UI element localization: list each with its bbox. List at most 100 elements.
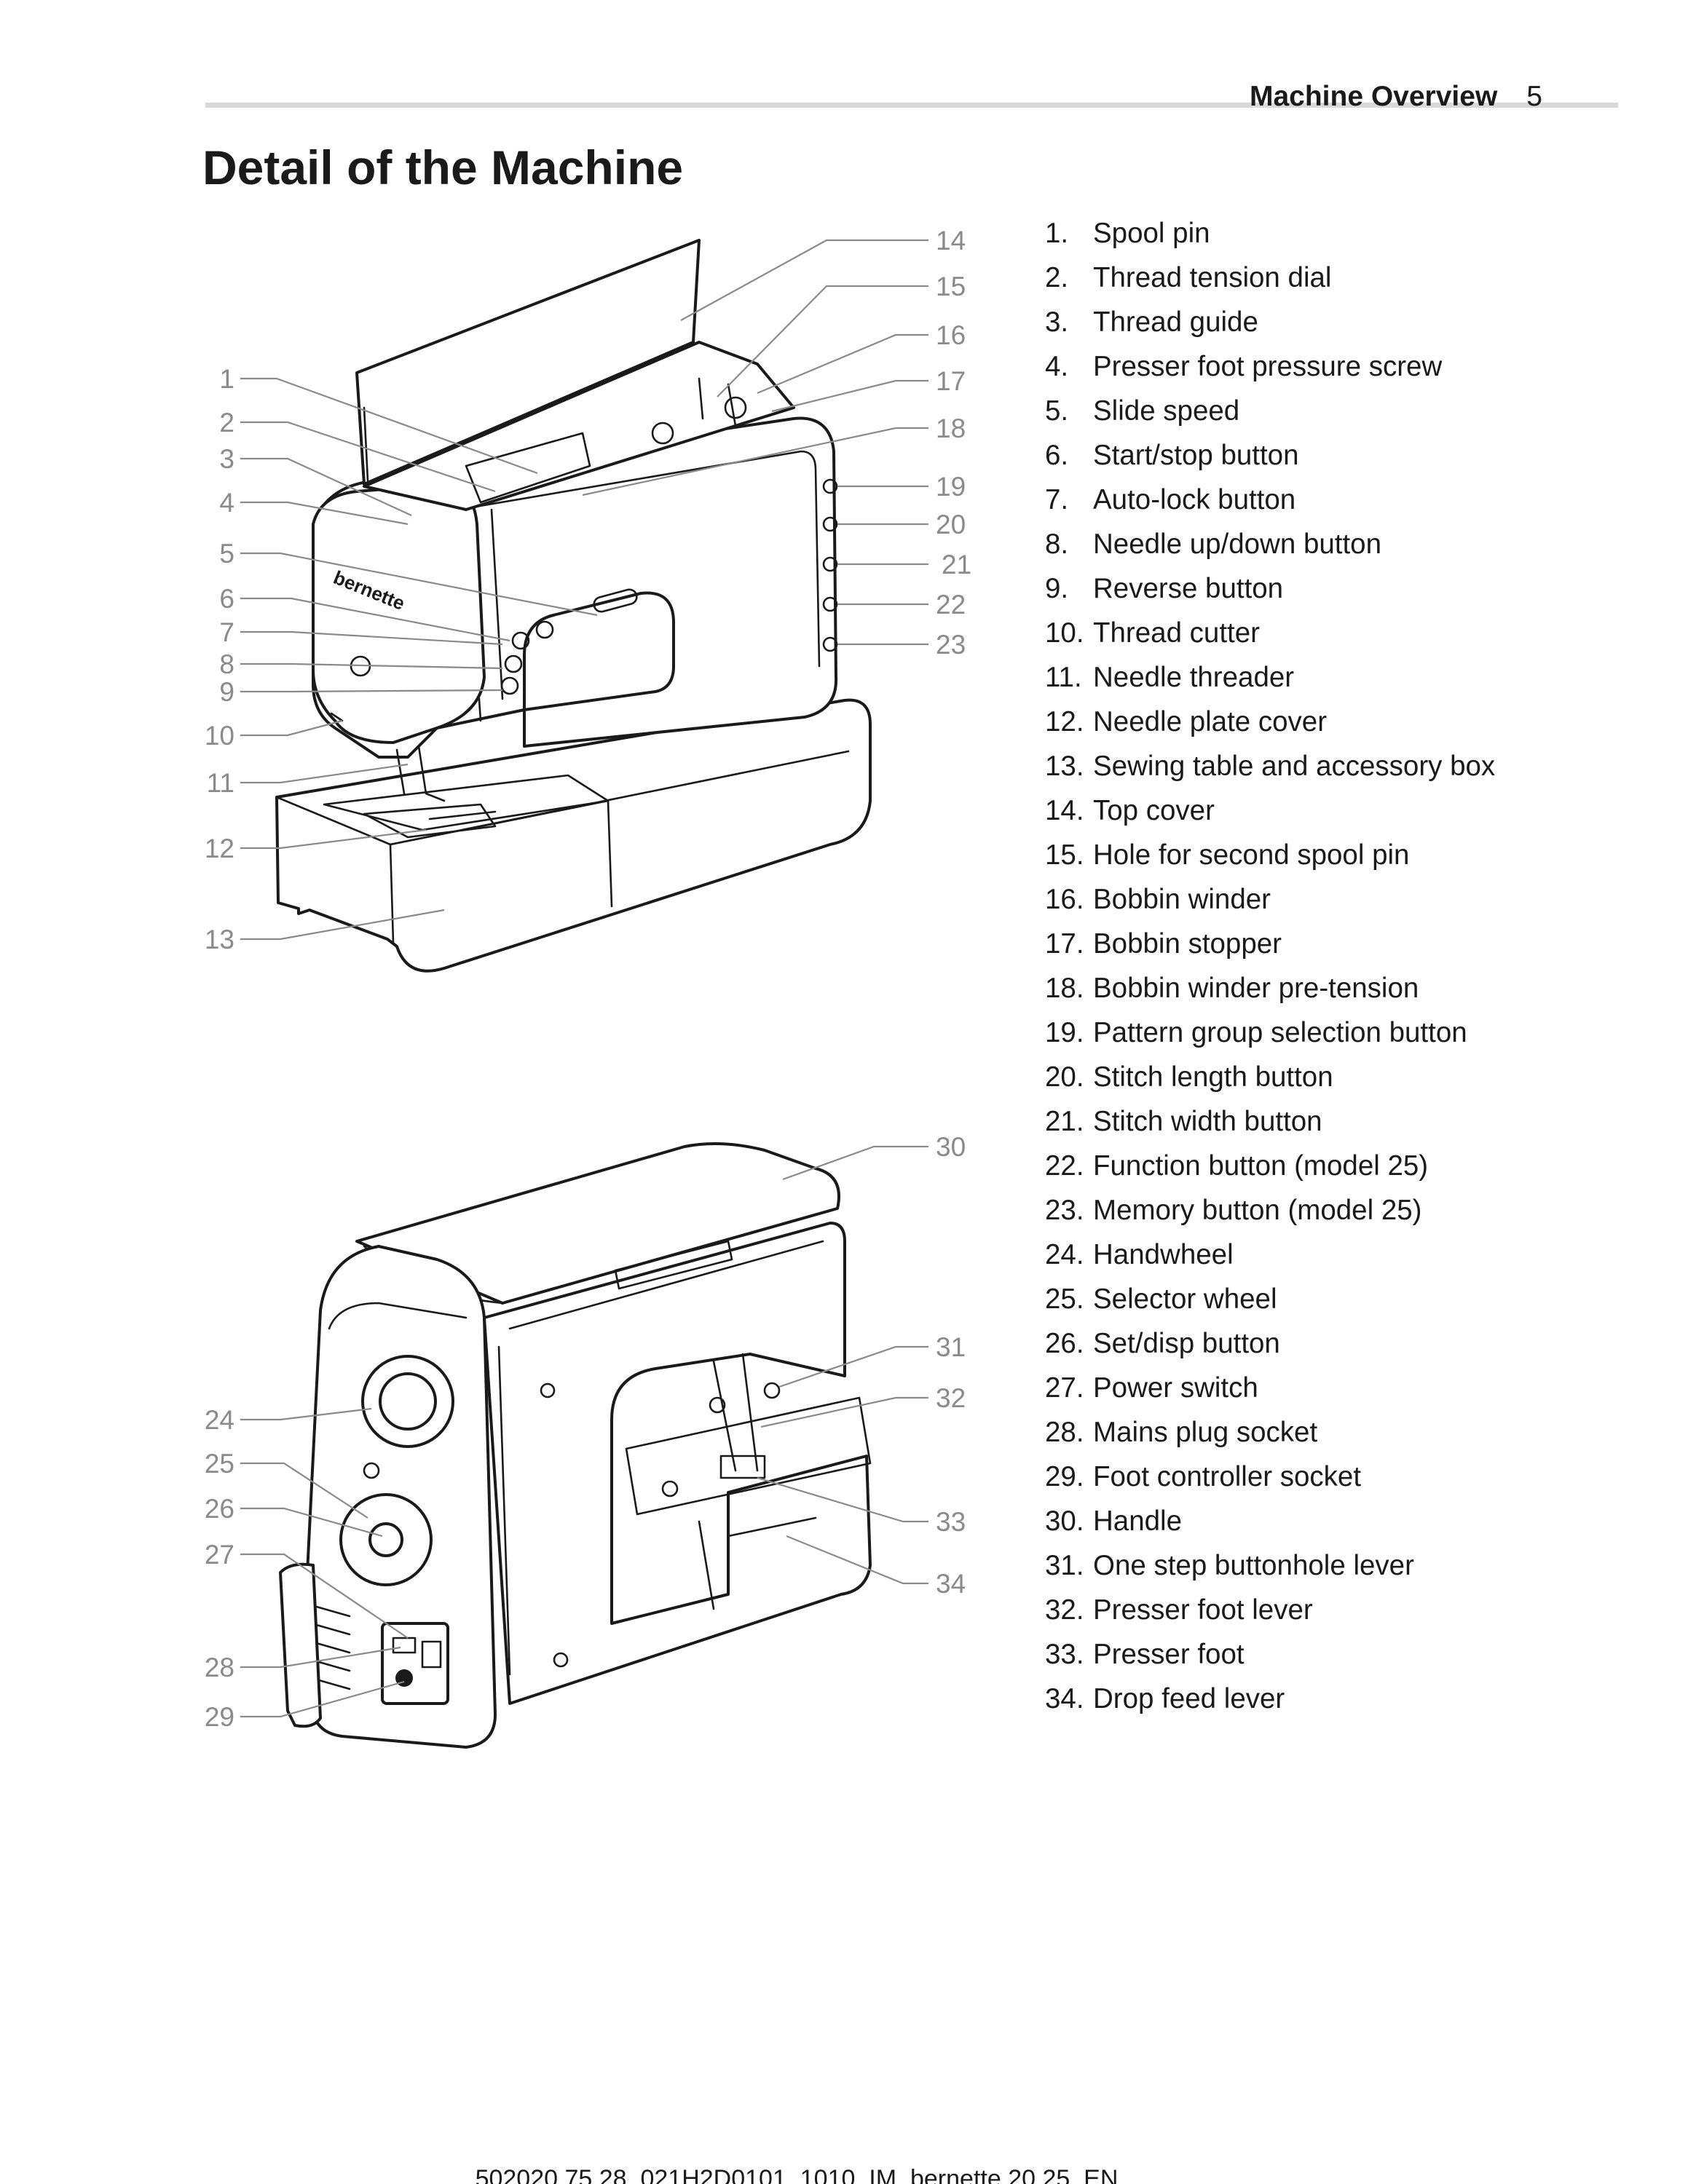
callout-19: 19	[936, 472, 966, 502]
list-item: 9.Reverse button	[1045, 572, 1555, 606]
item-number: 2.	[1045, 262, 1069, 293]
callout-21: 21	[942, 550, 971, 579]
list-item: 6. Start/stop button	[1045, 439, 1555, 472]
front-view-drawing: bernette	[275, 239, 872, 973]
list-item: 33. Presser foot	[1045, 1638, 1555, 1671]
item-label: Foot controller socket	[1093, 1461, 1362, 1492]
item-number: 8.	[1045, 529, 1069, 560]
front-callout-leaders	[240, 239, 928, 941]
item-number: 30.	[1045, 1506, 1084, 1537]
item-label: Presser foot lever	[1093, 1594, 1313, 1626]
callout-24: 24	[205, 1405, 234, 1435]
list-item: 31.One step buttonhole lever	[1045, 1549, 1555, 1583]
callout-16: 16	[936, 320, 966, 350]
front-callout-numbers: 1 2 3 4 5 6 7 8 9 10 11 12 13 14 15 16 1…	[205, 226, 971, 954]
item-label: Stitch length button	[1093, 1061, 1333, 1093]
list-item: 2. Thread tension dial	[1045, 261, 1555, 295]
list-item: 12. Needle plate cover	[1045, 705, 1555, 739]
callout-4: 4	[219, 488, 234, 518]
list-item: 27.Power switch	[1045, 1372, 1555, 1405]
item-number: 14.	[1045, 795, 1084, 826]
list-item: 24. Handwheel	[1045, 1238, 1555, 1272]
list-item: 30. Handle	[1045, 1505, 1555, 1538]
item-label: Selector wheel	[1093, 1283, 1277, 1315]
item-number: 23.	[1045, 1195, 1084, 1226]
item-label: Thread tension dial	[1093, 262, 1332, 293]
item-number: 24.	[1045, 1239, 1084, 1270]
item-number: 22.	[1045, 1150, 1084, 1182]
footer: 502020.75.28_021H2D0101_1010_IM_bernette…	[0, 2150, 1688, 2184]
item-label: Mains plug socket	[1093, 1417, 1318, 1448]
callout-2: 2	[219, 408, 234, 438]
list-item: 20.Stitch length button	[1045, 1061, 1555, 1094]
item-number: 19.	[1045, 1017, 1084, 1048]
callout-8: 8	[219, 649, 234, 679]
item-number: 11.	[1045, 662, 1082, 693]
item-label: Slide speed	[1093, 395, 1240, 427]
item-label: Sewing table and accessory box	[1093, 751, 1496, 782]
callout-20: 20	[936, 510, 966, 539]
callout-18: 18	[936, 414, 966, 443]
item-label: Auto-lock button	[1093, 484, 1296, 515]
list-item: 10. Thread cutter	[1045, 617, 1555, 650]
item-number: 6.	[1045, 440, 1069, 471]
item-label: Pattern group selection button	[1093, 1017, 1467, 1048]
list-item: 32. Presser foot lever	[1045, 1594, 1555, 1627]
callout-25: 25	[205, 1449, 234, 1479]
list-item: 26.Set/disp button	[1045, 1327, 1555, 1361]
machine-figure: bernette 1 2 3 4 5 6 7 8 9	[205, 226, 971, 1749]
item-number: 12.	[1045, 706, 1084, 737]
callout-30: 30	[936, 1132, 966, 1162]
callout-3: 3	[219, 444, 234, 474]
rear-callout-leaders	[240, 1145, 928, 1718]
item-number: 10.	[1045, 617, 1084, 649]
item-label: Presser foot	[1093, 1639, 1245, 1670]
item-label: Bobbin winder pre-tension	[1093, 973, 1419, 1004]
list-item: 13. Sewing table and accessory box	[1045, 750, 1555, 783]
item-number: 29.	[1045, 1461, 1084, 1492]
item-label: Needle up/down button	[1093, 529, 1381, 560]
callout-22: 22	[936, 590, 966, 620]
callout-10: 10	[205, 721, 234, 751]
callout-33: 33	[936, 1507, 966, 1537]
item-label: Drop feed lever	[1093, 1683, 1285, 1714]
item-number: 28.	[1045, 1417, 1084, 1448]
item-label: Reverse button	[1093, 573, 1284, 604]
rear-view-drawing	[279, 1142, 872, 1749]
callout-27: 27	[205, 1540, 234, 1570]
item-label: Hole for second spool pin	[1093, 839, 1410, 871]
list-item: 16.Bobbin winder	[1045, 883, 1555, 917]
item-label: Start/stop button	[1093, 440, 1299, 471]
item-label: Presser foot pressure screw	[1093, 351, 1443, 382]
list-item: 14.Top cover	[1045, 794, 1555, 828]
item-number: 4.	[1045, 351, 1069, 382]
parts-list: 1.Spool pin 2.Thread tension dial 3.Thre…	[1045, 217, 1555, 1727]
callout-34: 34	[936, 1569, 966, 1599]
item-number: 33.	[1045, 1639, 1084, 1670]
list-item: 34.Drop feed lever	[1045, 1682, 1555, 1716]
callout-11: 11	[207, 768, 234, 798]
callout-13: 13	[205, 925, 234, 954]
item-label: Power switch	[1093, 1372, 1258, 1404]
callout-14: 14	[936, 226, 966, 256]
item-number: 32.	[1045, 1594, 1084, 1626]
rear-callout-numbers: 24 25 26 27 28 29 30 31 32 33 34	[205, 1132, 966, 1732]
item-label: Spool pin	[1093, 218, 1210, 249]
item-number: 13.	[1045, 751, 1084, 782]
item-label: Handwheel	[1093, 1239, 1234, 1270]
item-label: Thread cutter	[1093, 617, 1260, 649]
list-item: 29. Foot controller socket	[1045, 1460, 1555, 1494]
item-label: Handle	[1093, 1506, 1183, 1537]
item-number: 5.	[1045, 395, 1069, 427]
item-label: Needle plate cover	[1093, 706, 1328, 737]
item-label: Set/disp button	[1093, 1328, 1280, 1359]
page-number: 5	[1526, 81, 1542, 112]
item-number: 25.	[1045, 1283, 1084, 1315]
callout-12: 12	[205, 834, 234, 863]
callout-29: 29	[205, 1702, 234, 1732]
callout-9: 9	[219, 677, 234, 707]
list-item: 18.Bobbin winder pre-tension	[1045, 972, 1555, 1005]
item-number: 15.	[1045, 839, 1084, 871]
callout-7: 7	[219, 617, 234, 647]
